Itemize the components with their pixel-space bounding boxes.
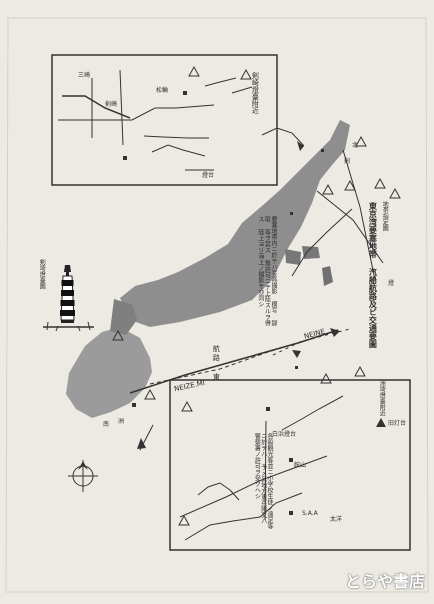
lighthouse-title: 剣埼燈臺圖 (38, 259, 46, 289)
inset-top-label-4: 燈台 (202, 172, 215, 179)
bottom-inset-frame (169, 379, 411, 551)
bottom-text: 各般観光客並ニ小学校生徒ノ遠足等ニ於テハ 予メ其地方憲兵隊又ハ警察署ノ許可ヲ受ク… (253, 433, 273, 529)
top-road-1 (58, 104, 215, 121)
bottom-road-4 (281, 395, 344, 431)
inset-short-road (204, 77, 237, 87)
watermark: とらや書店 (344, 572, 425, 591)
location-markers (123, 91, 324, 515)
bottom-road-5 (197, 482, 240, 501)
inset-top-label-2: 剣崎 (105, 101, 118, 108)
misc-label-2: 燈 (388, 280, 395, 287)
inset-bottom-label-3: S.A.A (302, 510, 318, 517)
peninsula-land (120, 120, 350, 327)
southern-land (66, 327, 152, 418)
inset-bottom-title: 洲埼燈臺附近 (378, 380, 386, 416)
harbor-block-2 (302, 246, 320, 259)
lighthouse-illustration (43, 265, 94, 332)
curve-link (261, 127, 305, 147)
inset-bottom-label-1: 白浜燈台 (272, 431, 297, 438)
route-dashed (149, 337, 314, 385)
map-title: 東京湾要塞地帯 汽船航路及ビ交通要圖 (368, 202, 379, 348)
bottom-road-2 (184, 492, 303, 541)
misc-label-1: 北 (352, 142, 359, 149)
bottom-road-1 (179, 455, 328, 518)
legend-text: 要塞地帯内ニ於テハ写真撮影 模写 録取 等ヲ禁ス 無許可ニテ上陸スルヲ得ス 陸上… (256, 216, 277, 326)
route-main (129, 329, 339, 394)
top-road-3 (119, 69, 124, 146)
misc-label-3: 剣 (344, 158, 351, 165)
island-mark (322, 266, 333, 286)
arrow-2 (292, 350, 301, 358)
misc-label-4: 南 (103, 421, 110, 428)
route-upper (291, 208, 353, 277)
inset-bottom-label-5: 太洋 (330, 516, 343, 523)
triangle-markers (112, 65, 401, 526)
inset-short-road-2 (231, 86, 253, 94)
arrow-3 (330, 328, 340, 337)
route-vertical (342, 149, 376, 281)
arrow-4 (137, 438, 146, 449)
top-road-6 (151, 144, 206, 157)
inset-bottom-label-2: 館山 (294, 462, 307, 469)
compass-icon (68, 460, 98, 492)
top-road-4 (143, 135, 209, 139)
route-dashed-2 (272, 328, 351, 356)
page-edge (5, 17, 429, 593)
inset-top-label-1: 三崎 (78, 72, 91, 79)
arrow-1 (297, 141, 304, 151)
inset-bottom-label-4: 旧灯台 (388, 420, 407, 427)
coast-detail (110, 299, 137, 335)
top-road-5 (62, 95, 131, 119)
misc-label-5: 洲 (118, 418, 125, 425)
bottom-road-3 (264, 420, 267, 521)
inset-top-label-3: 松輪 (156, 87, 169, 94)
route-diagonal (316, 190, 384, 264)
header-note: 地帯指定圖 (381, 201, 389, 231)
top-inset-frame (51, 54, 278, 186)
route-label: 航路 東 (212, 345, 221, 382)
inset-top-title: 剣崎燈臺附近 (251, 72, 260, 114)
harbor-block (285, 249, 301, 265)
